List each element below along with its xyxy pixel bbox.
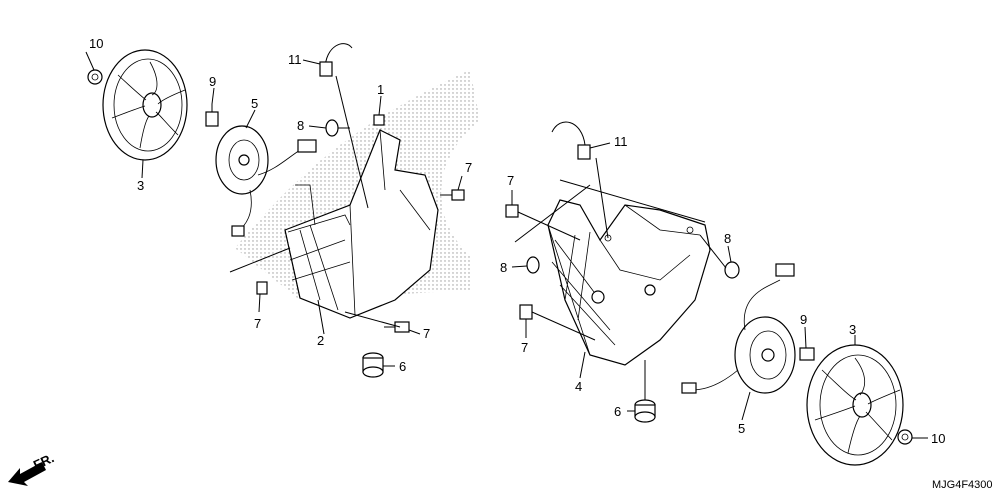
callout-7a-right: 7 <box>507 173 514 188</box>
callout-10-left: 10 <box>89 36 103 51</box>
callout-11-left: 11 <box>288 52 302 67</box>
mount-part-6-left <box>362 352 384 378</box>
callout-7a-left: 7 <box>254 316 261 331</box>
bolt-part-7b-left <box>440 189 465 201</box>
fan-part-left <box>102 49 188 161</box>
callout-3-left: 3 <box>137 178 144 193</box>
callout-9-right: 9 <box>800 312 807 327</box>
clip-part-1 <box>373 114 385 126</box>
mount-part-6-right <box>634 399 656 423</box>
callout-11-right: 11 <box>614 134 628 149</box>
bolt-part-7c-left <box>384 321 410 333</box>
motor-part-left <box>215 125 317 237</box>
leader-lines-left <box>85 51 463 367</box>
shroud-part-left <box>284 129 439 319</box>
callout-6-right: 6 <box>614 404 621 419</box>
callout-1-left: 1 <box>377 82 384 97</box>
front-arrow-icon <box>8 462 46 486</box>
wire-clip-part-right <box>551 121 591 160</box>
callout-3-right: 3 <box>849 322 856 337</box>
wire-clip-part-left <box>319 43 353 77</box>
motor-part-right <box>681 263 796 394</box>
bolt-part-9-right <box>799 347 815 361</box>
grommet-part-8-left <box>325 119 350 137</box>
callout-6-left: 6 <box>399 359 406 374</box>
fan-part-right <box>806 344 904 466</box>
bolt-part-7a-right <box>505 204 519 218</box>
leader-lines-right <box>511 142 928 439</box>
diagram-code: MJG4F4300 <box>932 479 993 491</box>
front-label: FR. <box>31 450 56 472</box>
callout-5-right: 5 <box>738 421 745 436</box>
callout-4-right: 4 <box>575 379 582 394</box>
callout-7b-right: 7 <box>521 340 528 355</box>
callout-10-right: 10 <box>931 431 945 446</box>
bolt-part-7a-left <box>256 281 268 295</box>
shroud-part-right <box>547 199 711 366</box>
callout-5-left: 5 <box>251 96 258 111</box>
callout-7b-left: 7 <box>465 160 472 175</box>
callout-2-left: 2 <box>317 333 324 348</box>
callout-8a-right: 8 <box>500 260 507 275</box>
nut-part-left <box>87 69 103 85</box>
nut-part-right <box>897 429 913 445</box>
callout-9-left: 9 <box>209 74 216 89</box>
bolt-part-7b-right <box>519 304 533 320</box>
grommet-part-8a-right <box>526 256 540 274</box>
grommet-part-8b-right <box>724 261 740 279</box>
callout-8-left: 8 <box>297 118 304 133</box>
bolt-part-9-left <box>205 104 219 127</box>
callout-8b-right: 8 <box>724 231 731 246</box>
callout-7c-left: 7 <box>423 326 430 341</box>
